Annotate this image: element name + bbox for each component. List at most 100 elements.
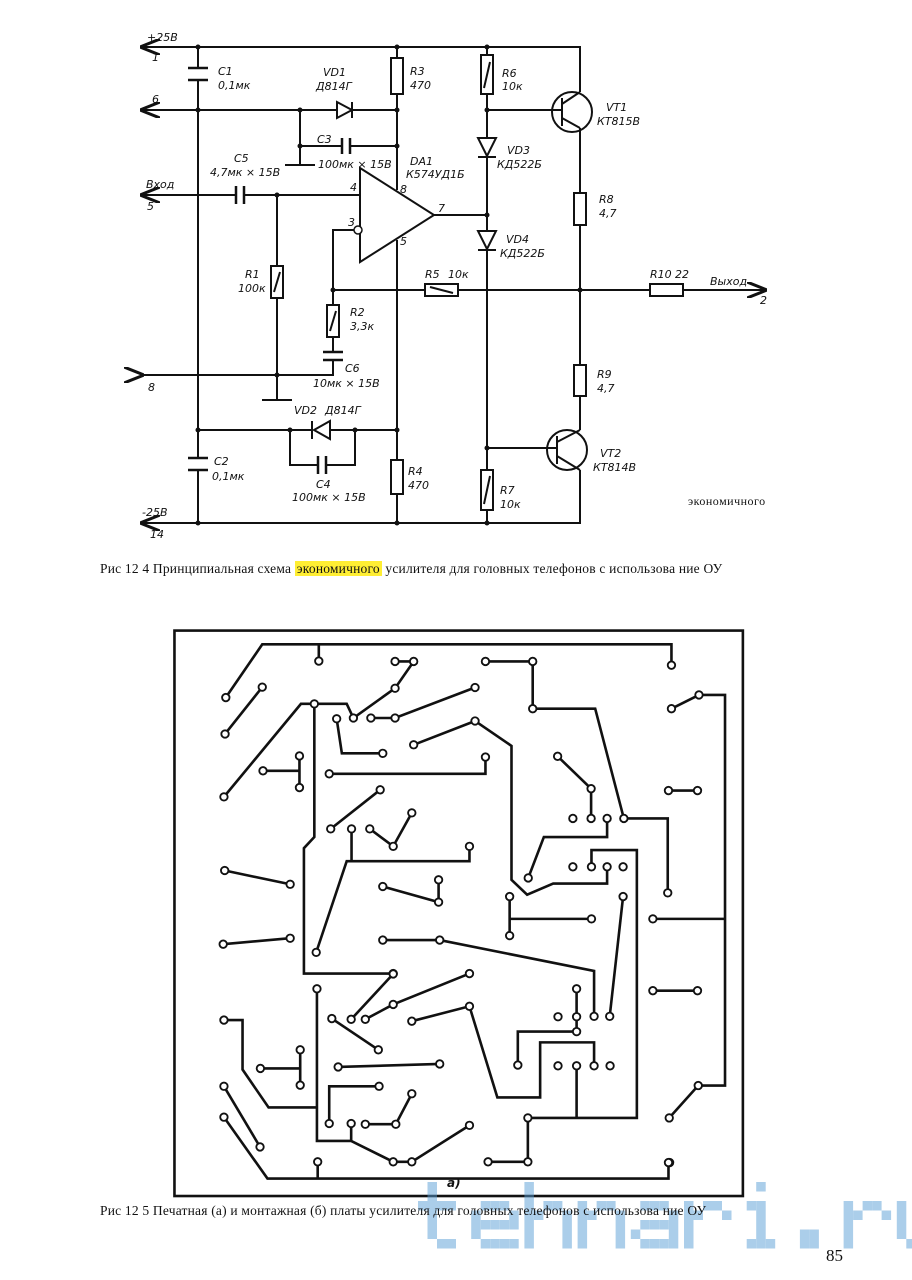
r8-value: 4,7 [599,207,617,220]
figure-caption-12-5: Рис 12 5 Печатная (а) и монтажная (б) пл… [100,1203,707,1218]
pcb-pad [378,881,388,892]
watermark-block [577,1229,588,1239]
pcb-trace [222,1085,262,1148]
pcb-pad [464,841,475,851]
pcb-pad [285,933,295,943]
watermark-block [746,1239,757,1249]
pcb-pad [523,873,533,883]
c1-value: 0,1мк [218,79,251,92]
pcb-pad [388,1157,398,1167]
pcb-pad [388,999,398,1010]
watermark-block [896,1229,907,1239]
pin-number: 14 [150,528,164,541]
pcb-pad [693,1080,703,1091]
watermark-block [427,1191,437,1201]
pcb-pad [553,1061,563,1071]
pcb-pad [470,682,480,693]
pcb-trace [382,879,440,904]
watermark-block [480,1239,491,1249]
watermark-block [471,1220,481,1230]
pcb-trace [224,686,264,735]
pcb-pad [648,914,658,924]
pcb-pad [219,1081,229,1091]
watermark-block [684,1220,694,1230]
r4-value: 470 [408,479,429,492]
pcb-pad [378,935,388,945]
pcb-trace [327,1084,380,1124]
pin-label: Вход [146,178,174,191]
pcb-pad [694,690,704,700]
watermark-block [765,1239,776,1249]
pcb-trace [485,660,670,893]
r7-ref: R7 [500,484,515,497]
watermark-block [562,1220,572,1230]
pcb-pad [618,862,628,872]
search-term-overlay: экономичного [688,494,766,508]
watermark-block [649,1220,660,1230]
pcb-pad [528,656,538,667]
pin-label: Выход [710,275,747,288]
schematic-labels: +25В 1 6 Вход 5 8 -25В 14 Выход 2 C1 0,1… [142,31,767,541]
pcb-trace [314,846,471,953]
pcb-trace [411,1004,596,1099]
watermark-block [499,1239,510,1249]
watermark-block [649,1239,660,1249]
watermark-block [615,1239,626,1249]
page-number: 85 [826,1246,843,1265]
pcb-trace [329,788,381,830]
vd4-ref: VD4 [506,233,529,246]
c2-value: 0,1мк [212,470,245,483]
pcb-pad [391,1119,401,1129]
pcb-trace [224,869,291,886]
c3-value: 100мк × 15В [318,158,392,171]
pin-number: 8 [148,381,155,394]
watermark-block [809,1229,819,1239]
vt2-value: КТ814В [593,461,636,474]
pcb-trace [329,757,487,776]
junction-dots [195,44,583,526]
pcb-pad [586,862,597,872]
watermark-block [499,1220,510,1230]
pcb-pad [663,785,674,796]
watermark-block [906,1239,912,1249]
r6-ref: R6 [502,67,517,80]
pcb-pad [568,813,578,824]
pcb-trace [302,703,394,975]
pcb-pad [373,1045,383,1055]
pcb-trace [223,1018,317,1109]
pcb-trace [365,1093,413,1126]
figure-caption-12-4: Рис 12 4 Принципиальная схема экономично… [100,561,845,576]
pcb-pad [513,1060,523,1070]
pcb-pad [586,813,596,824]
pcb-pad [571,984,582,994]
c6-value: 10мк × 15В [313,377,380,390]
watermark-block [615,1229,626,1239]
pcb-pad [374,1081,384,1091]
watermark-block [509,1220,519,1230]
pcb-pad [666,704,677,714]
watermark-block [577,1220,588,1230]
pcb-pad [220,865,230,876]
pcb-trace [368,812,413,849]
pin-number: 2 [760,294,767,307]
pcb-pad [568,862,578,872]
pcb-pad [571,1061,582,1071]
pcb-pad [483,1157,493,1167]
pcb-pad [480,752,491,762]
pcb-trace [556,755,593,819]
pcb-pad [324,1118,334,1129]
pcb-pad [221,692,231,703]
pcb-trace [223,936,291,946]
pcb-pad [257,682,267,692]
pcb-pad [388,969,398,979]
pcb-pad [295,1080,305,1090]
watermark-block [471,1229,481,1239]
watermark-block [668,1229,679,1239]
vd4-value: КД522Б [500,247,545,260]
r2-value: 3,3к [350,320,374,333]
pcb-pad [285,879,295,889]
pcb-pad [409,656,419,667]
watermark-block [853,1210,863,1220]
pcb-pad [602,813,612,824]
circuit-schematic: +25В 1 6 Вход 5 8 -25В 14 Выход 2 C1 0,1… [0,31,912,541]
